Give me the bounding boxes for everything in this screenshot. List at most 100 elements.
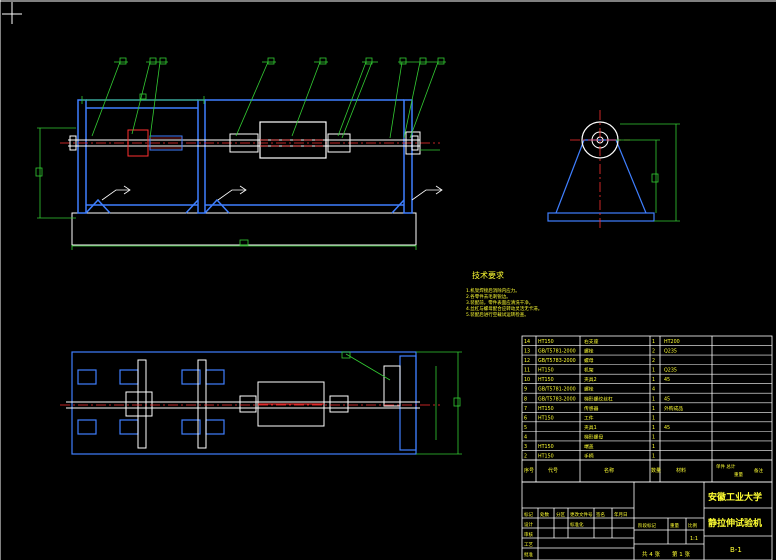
bom-cell-material: HT200 [664,339,680,345]
bom-cell-code: HT150 [538,368,554,374]
bom-cell-qty: 1 [652,377,655,383]
bom-cell-qty: 1 [652,425,655,431]
bom-cell-qty: 1 [652,434,655,440]
top-view [60,351,462,455]
school-name: 安徽工业大学 [708,491,762,503]
bom-cell-name: 螺母 [584,357,594,364]
count-label: 处数 [540,511,549,518]
bom-cell-name: 机架 [584,367,594,374]
sign-label: 签名 [596,511,605,518]
bom-cell-qty: 4 [652,387,655,393]
bom-header-material: 材料 [676,467,686,474]
bom-cell-name: 手柄 [584,453,594,460]
bom-header-weight: 单件 总计 [716,463,736,470]
bom-cell-qty: 1 [652,339,655,345]
bom-cell-qty: 1 [652,406,655,412]
bom-cell-qty: 1 [652,454,655,460]
bom-cell-name: 梯形螺母 [584,433,603,440]
bom-cell-name: 夹具2 [584,376,597,383]
bom-cell-material: Q235 [664,349,677,355]
bom-cell-material: 45 [664,396,670,402]
bom-cell-no: 7 [524,406,527,412]
drawing-title: 静拉伸试验机 [708,517,762,529]
sheet-number: 第 1 张 [672,550,690,558]
bom-cell-name: 右支座 [584,338,599,345]
notes-title: 技术要求 [472,270,504,280]
bom-cell-code: GB/T5783-2000 [538,396,576,402]
bom-header-mass: 重量 [734,471,743,478]
zone-label: 分区 [556,511,565,518]
standard-label: 标准化 [570,521,584,528]
change-label: 更改文件号 [570,511,593,518]
bom-cell-code: HT150 [538,377,554,383]
note-line: 5.装配后进行空载试运转检查。 [466,311,529,318]
bom-cell-name: 传感器 [584,405,599,412]
scale-value: 1:1 [690,536,698,542]
crosshair-cursor [2,2,22,24]
bom-cell-code: GB/T5781-2000 [538,387,576,393]
bom-cell-no: 11 [524,368,530,374]
weight-label: 重量 [670,522,679,529]
scale-label: 比例 [688,522,697,529]
drawing-number: B-1 [730,546,742,554]
stage-label: 阶段标记 [638,522,656,529]
bom-cell-no: 4 [524,434,527,440]
bom-cell-no: 13 [524,349,530,355]
bom-header-name: 名称 [604,467,614,474]
bom-cell-name: 梯形螺纹丝杠 [584,395,613,402]
bom-cell-no: 5 [524,425,527,431]
bom-cell-no: 14 [524,339,530,345]
bom-cell-qty: 1 [652,444,655,450]
note-line: 3.装配前，零件表面应清洗干净。 [466,299,533,306]
bom-cell-code: HT150 [538,406,554,412]
bom-cell-no: 2 [524,454,527,460]
sheet-count: 共 4 张 [642,550,660,558]
note-line: 4.丝杠与螺母配合应转动灵活无卡滞。 [466,305,542,312]
bom-cell-material: Q235 [664,368,677,374]
bom-cell-no: 10 [524,377,530,383]
bom-cell-qty: 2 [652,349,655,355]
bom-cell-qty: 1 [652,368,655,374]
bom-cell-no: 6 [524,415,527,421]
process-label: 工艺 [524,542,533,548]
note-line: 2.各零件去毛刺锐边。 [466,293,511,300]
bom-cell-code: GB/T5781-2000 [538,349,576,355]
note-line: 1.机架焊接后消除内应力。 [466,287,520,294]
mark-label: 标记 [524,511,533,518]
bom-cell-qty: 1 [652,415,655,421]
bom-cell-material: 外购成品 [664,405,683,412]
bom-cell-no: 3 [524,444,527,450]
bom-header-qty: 数量 [651,467,661,474]
bom-cell-name: 工件 [584,414,594,421]
bom-header-no: 序号 [524,467,534,474]
bom-cell-code: HT150 [538,339,554,345]
bom-cell-name: 螺栓 [584,386,594,393]
bom-cell-code: HT150 [538,415,554,421]
technical-notes: 技术要求 1.机架焊接后消除内应力。 2.各零件去毛刺锐边。 3.装配前，零件表… [466,270,542,318]
bom-header-remark: 备注 [754,467,763,474]
bom-header-code: 代号 [548,467,558,474]
title-block: 安徽工业大学 静拉伸试验机 B-1 共 4 张 第 1 张 阶段标记 重量 比例… [521,481,773,560]
approve-label: 批准 [524,551,533,558]
bom-cell-code: GB/T5783-2000 [538,358,576,364]
bom-cell-material: 45 [664,377,670,383]
date-label: 年月日 [614,511,628,518]
bom-cell-material: 45 [664,425,670,431]
front-view [35,57,446,250]
bom-cell-code: HT150 [538,444,554,450]
bom-cell-qty: 1 [652,396,655,402]
bom-cell-no: 9 [524,387,527,393]
bom-cell-no: 12 [524,358,530,364]
bom-cell-name: 端盖 [584,443,594,450]
bom-cell-qty: 2 [652,358,655,364]
review-label: 审核 [524,531,533,538]
bom-cell-no: 8 [524,396,527,402]
design-label: 设计 [524,521,533,528]
bom-cell-name: 螺栓 [584,348,594,355]
bom-cell-name: 夹具1 [584,424,597,431]
bom-cell-code: HT150 [538,454,554,460]
side-view [547,110,680,230]
